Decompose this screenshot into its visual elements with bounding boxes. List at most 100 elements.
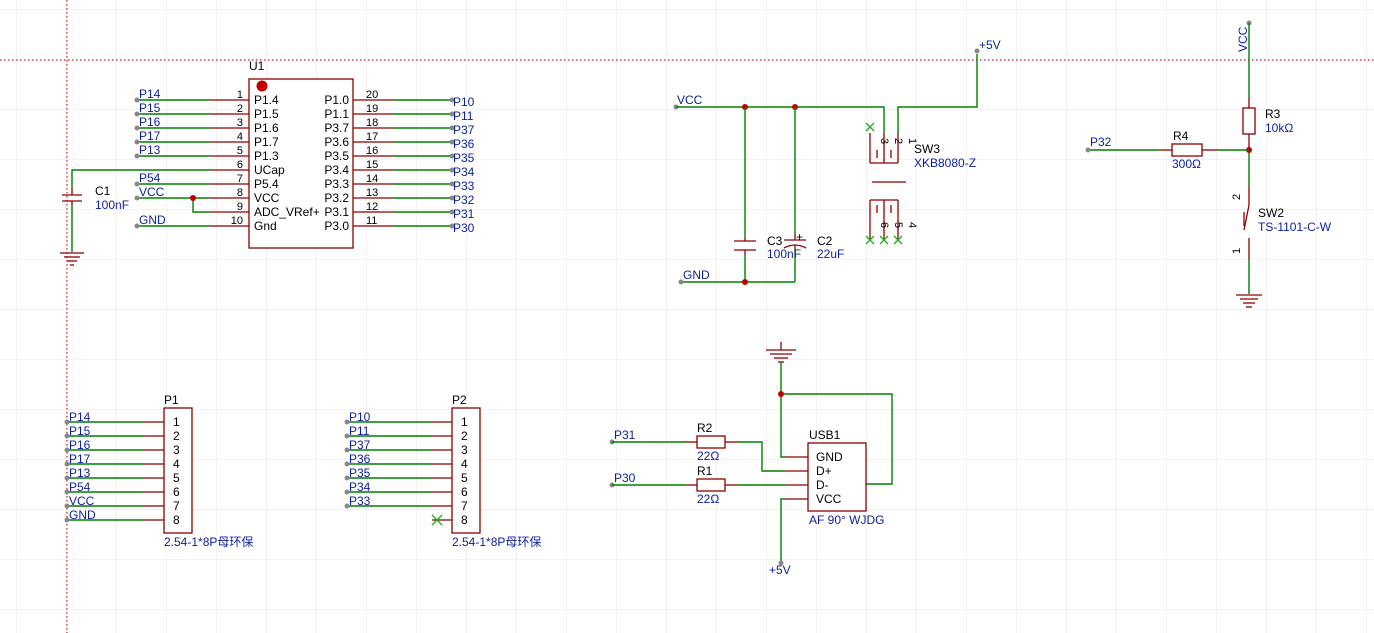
net-label: GND — [139, 213, 166, 227]
u1-pin-label: P3.4 — [324, 163, 349, 177]
net-port — [449, 209, 455, 215]
c3-value: 100nF — [767, 247, 801, 261]
p5v-wire — [897, 54, 978, 133]
reset-section: VCC P32 — [1085, 20, 1252, 294]
sw2-ref: SW2 — [1258, 206, 1284, 220]
net-label: P10 — [453, 95, 475, 109]
net-label-p30: P30 — [614, 471, 636, 485]
r4-ref: R4 — [1173, 129, 1189, 143]
net-port — [449, 97, 455, 103]
net-label: P14 — [139, 87, 161, 101]
sw3-pin-num: 2 — [892, 138, 904, 144]
c1-capacitor[interactable]: C1 100nF — [62, 184, 129, 212]
junction-dot — [742, 279, 748, 285]
u1-pin-label: P3.3 — [324, 177, 349, 191]
net-port — [344, 461, 350, 467]
u1-wiring — [71, 169, 209, 252]
p2-pin-num: 7 — [461, 499, 468, 513]
u1-pin-label: P1.4 — [254, 93, 279, 107]
u1-pin-label: P1.7 — [254, 135, 279, 149]
net-port — [64, 489, 70, 495]
net-label-5v: +5V — [769, 563, 791, 577]
p1-header[interactable]: P1 2.54-1*8P母环保 1P142P153P164P175P136P54… — [64, 393, 254, 549]
junction-dot — [190, 195, 196, 201]
net-label: P16 — [139, 115, 161, 129]
c3-capacitor[interactable]: C3 100nF — [734, 234, 801, 261]
u1-pin-label: UCap — [254, 163, 285, 177]
c2-capacitor[interactable]: + C2 22uF — [783, 230, 844, 261]
r2-resistor[interactable]: R2 22Ω — [685, 421, 737, 463]
p2-value: 2.54-1*8P母环保 — [452, 535, 541, 549]
u1-pin-num: 15 — [366, 159, 378, 171]
p2-pin-num: 5 — [461, 471, 468, 485]
sw3-switch[interactable]: SW3 XKB8080-Z 3 2 1 6 5 4 — [869, 133, 976, 240]
net-label: P17 — [69, 452, 91, 466]
p2-ref: P2 — [452, 393, 467, 407]
net-port — [64, 461, 70, 467]
net-port-5v — [974, 48, 980, 54]
net-label: P30 — [453, 221, 475, 235]
r1-ref: R1 — [697, 464, 713, 478]
net-label: P34 — [453, 165, 475, 179]
r4-value: 300Ω — [1172, 157, 1201, 171]
net-label: P54 — [69, 480, 91, 494]
usb-gnd-wire — [780, 394, 786, 458]
net-port — [449, 139, 455, 145]
net-port — [449, 111, 455, 117]
net-label: P11 — [453, 109, 474, 123]
net-port — [134, 153, 140, 159]
c2-polarity: + — [796, 230, 803, 244]
usb1-connector[interactable]: USB1 GND D+ D- VCC AF 90° WJDG — [786, 428, 884, 527]
net-port — [449, 195, 455, 201]
net-label: P32 — [453, 193, 475, 207]
sw3-value: XKB8080-Z — [914, 156, 976, 170]
net-label: P37 — [453, 123, 475, 137]
net-port — [449, 125, 455, 131]
usb1-pin-label: D- — [816, 478, 829, 492]
power-section: VCC GND +5V — [673, 38, 1001, 285]
r3-resistor[interactable]: R3 10kΩ — [1242, 97, 1293, 148]
p2-header[interactable]: P2 2.54-1*8P母环保 1P102P113P374P365P356P34… — [344, 393, 542, 549]
net-port — [134, 195, 140, 201]
p2-pin-num: 8 — [461, 513, 468, 527]
net-port — [449, 153, 455, 159]
u1-pin-label: P3.0 — [324, 219, 349, 233]
net-port — [449, 223, 455, 229]
r1-resistor[interactable]: R1 22Ω — [685, 464, 737, 506]
net-label-5v: +5V — [979, 38, 1001, 52]
u1-pin-label: ADC_VRef+ — [254, 205, 320, 219]
net-port — [64, 475, 70, 481]
net-label: P35 — [349, 466, 371, 480]
sw2-pin-num: 2 — [1231, 194, 1243, 200]
net-port — [344, 503, 350, 509]
net-label: P11 — [349, 424, 370, 438]
r1-value: 22Ω — [697, 492, 719, 506]
p2-pin-num: 6 — [461, 485, 468, 499]
sw2-switch[interactable]: 2 1 SW2 TS-1101-C-W — [1231, 185, 1332, 260]
r4-resistor[interactable]: R4 300Ω — [1160, 129, 1218, 171]
sw3-pin-num: 5 — [892, 222, 904, 228]
usb-vcc-wire — [780, 498, 786, 561]
u1-pin-label: P3.1 — [324, 205, 349, 219]
r2-ref: R2 — [697, 421, 713, 435]
net-label-vcc: VCC — [1236, 26, 1250, 52]
net-port — [344, 433, 350, 439]
p1-pin-num: 6 — [173, 485, 180, 499]
u1-pin1-marker — [256, 80, 268, 92]
usb1-ref: USB1 — [809, 428, 841, 442]
net-label: P33 — [453, 179, 475, 193]
net-port — [134, 139, 140, 145]
c1-ground-icon — [60, 252, 84, 266]
c1-ref: C1 — [95, 184, 111, 198]
sw2-ground-icon — [1236, 294, 1262, 308]
u1-pin-num: 11 — [366, 215, 377, 227]
r3-ref: R3 — [1265, 107, 1281, 121]
net-label: P17 — [139, 129, 161, 143]
u1-pin-num: 17 — [366, 131, 378, 143]
net-label: VCC — [69, 494, 95, 508]
net-port — [134, 181, 140, 187]
sw3-ref: SW3 — [914, 142, 940, 156]
